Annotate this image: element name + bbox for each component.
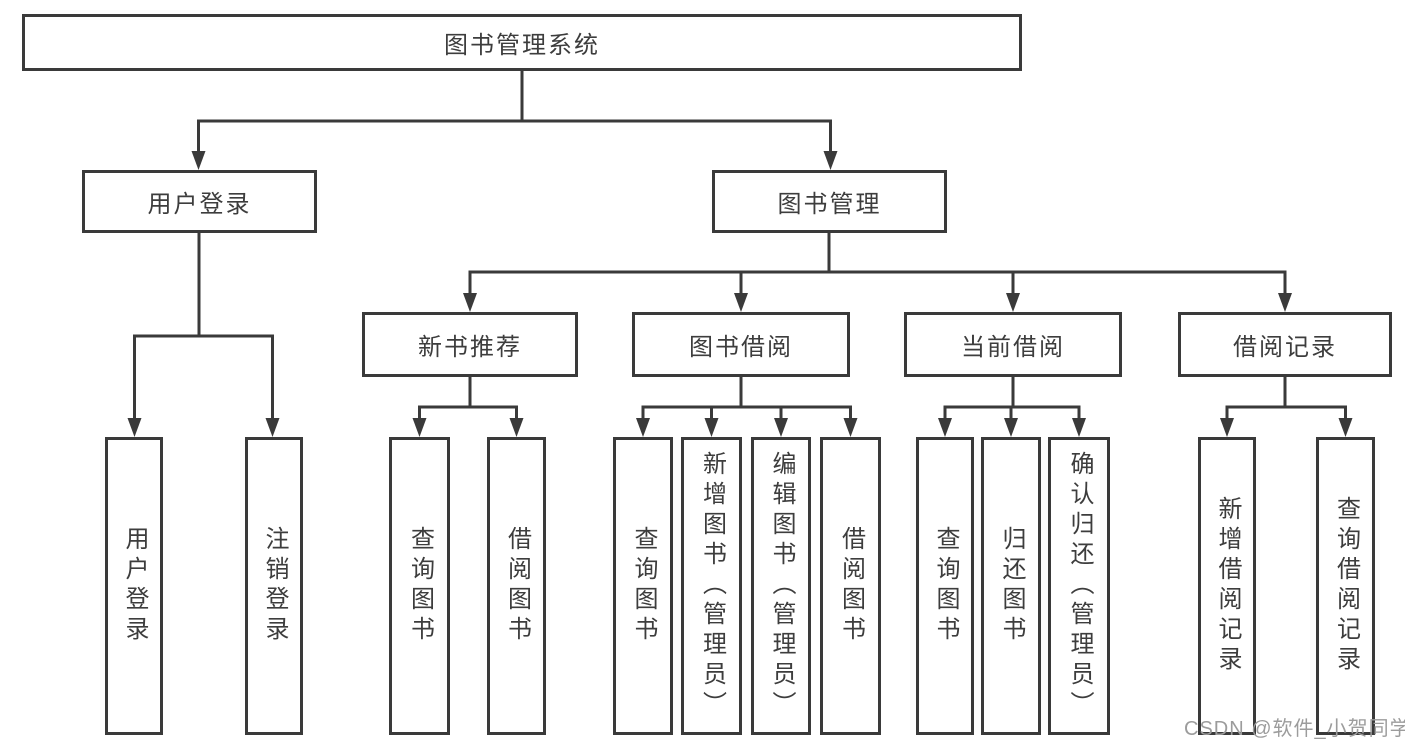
arrow-down-icon [265, 418, 280, 437]
arrow-down-icon [1072, 418, 1086, 437]
connector-borrow-to-leaves [641, 375, 852, 421]
node-branch-book-management-label: 图书管理 [777, 191, 882, 218]
node-branch-user-login: 用户登录 [82, 170, 317, 233]
node-leaf-user-login: 用户登录 [105, 437, 163, 735]
node-group-borrow-records-label: 借阅记录 [1233, 334, 1337, 361]
node-leaf-records-query-record-label: 查询借阅记录 [1332, 496, 1360, 676]
node-leaf-current-query-books-label: 查询图书 [932, 526, 959, 646]
arrow-down-icon [938, 418, 952, 437]
node-leaf-current-query-books: 查询图书 [916, 437, 974, 735]
connector-current-to-leaves [943, 375, 1081, 421]
node-leaf-borrow-query-books-label: 查询图书 [630, 526, 657, 646]
csdn-watermark: CSDN @软件_小贺同学 [1184, 718, 1405, 740]
arrow-down-icon [1220, 418, 1234, 437]
node-leaf-borrow-borrow-books-label: 借阅图书 [837, 526, 865, 646]
arrow-down-icon [1004, 418, 1018, 437]
arrow-down-icon [843, 418, 858, 437]
node-leaf-user-login-label: 用户登录 [121, 526, 148, 646]
arrow-down-icon [412, 418, 427, 437]
arrow-down-icon [509, 418, 524, 437]
node-leaf-borrow-edit-books-admin: 编辑图书（管理员） [751, 437, 811, 735]
connector-user-login-to-leaves [133, 231, 274, 421]
node-leaf-current-return-books-label: 归还图书 [998, 526, 1025, 646]
node-leaf-recommend-query-books: 查询图书 [389, 437, 450, 735]
node-leaf-current-confirm-return-admin: 确认归还（管理员） [1048, 437, 1110, 735]
arrow-down-icon [127, 418, 142, 437]
node-leaf-recommend-query-books-label: 查询图书 [406, 526, 434, 646]
arrow-down-icon [463, 293, 477, 312]
node-leaf-records-add-record: 新增借阅记录 [1198, 437, 1256, 735]
node-leaf-borrow-edit-books-admin-label: 编辑图书（管理员） [768, 451, 795, 721]
node-group-new-book-recommend: 新书推荐 [362, 312, 578, 377]
arrow-down-icon [704, 418, 719, 437]
arrow-down-icon [636, 418, 650, 437]
node-root-system: 图书管理系统 [22, 14, 1022, 71]
node-root-system-label: 图书管理系统 [444, 32, 600, 59]
node-group-book-borrow-label: 图书借阅 [689, 334, 793, 361]
arrow-down-icon [1006, 293, 1020, 312]
node-leaf-current-return-books: 归还图书 [981, 437, 1041, 735]
node-leaf-records-add-record-label: 新增借阅记录 [1214, 496, 1241, 676]
arrow-down-icon [823, 151, 838, 170]
node-group-borrow-records: 借阅记录 [1178, 312, 1392, 377]
node-group-current-borrow: 当前借阅 [904, 312, 1122, 377]
node-leaf-recommend-borrow-books: 借阅图书 [487, 437, 546, 735]
node-leaf-borrow-query-books: 查询图书 [613, 437, 673, 735]
node-group-book-borrow: 图书借阅 [632, 312, 850, 377]
node-branch-book-management: 图书管理 [712, 170, 947, 233]
arrow-down-icon [1338, 418, 1353, 437]
node-group-current-borrow-label: 当前借阅 [961, 334, 1065, 361]
connector-root-to-level2 [197, 68, 832, 153]
arrow-down-icon [774, 418, 788, 437]
node-leaf-recommend-borrow-books-label: 借阅图书 [503, 526, 531, 646]
node-group-new-book-recommend-label: 新书推荐 [418, 334, 522, 361]
node-leaf-current-confirm-return-admin-label: 确认归还（管理员） [1066, 451, 1093, 721]
connector-records-to-leaves [1225, 375, 1347, 421]
connector-book-management-to-level3 [468, 231, 1287, 296]
node-leaf-borrow-add-books-admin: 新增图书（管理员） [681, 437, 742, 735]
connector-recommend-to-leaves [418, 375, 518, 421]
node-branch-user-login-label: 用户登录 [147, 191, 252, 218]
arrow-down-icon [1278, 293, 1292, 312]
arrow-down-icon [734, 293, 748, 312]
arrow-down-icon [191, 151, 206, 170]
node-leaf-records-query-record: 查询借阅记录 [1316, 437, 1375, 735]
node-leaf-borrow-add-books-admin-label: 新增图书（管理员） [698, 451, 726, 721]
node-leaf-borrow-borrow-books: 借阅图书 [820, 437, 881, 735]
node-leaf-logout: 注销登录 [245, 437, 303, 735]
node-leaf-logout-label: 注销登录 [261, 526, 288, 646]
